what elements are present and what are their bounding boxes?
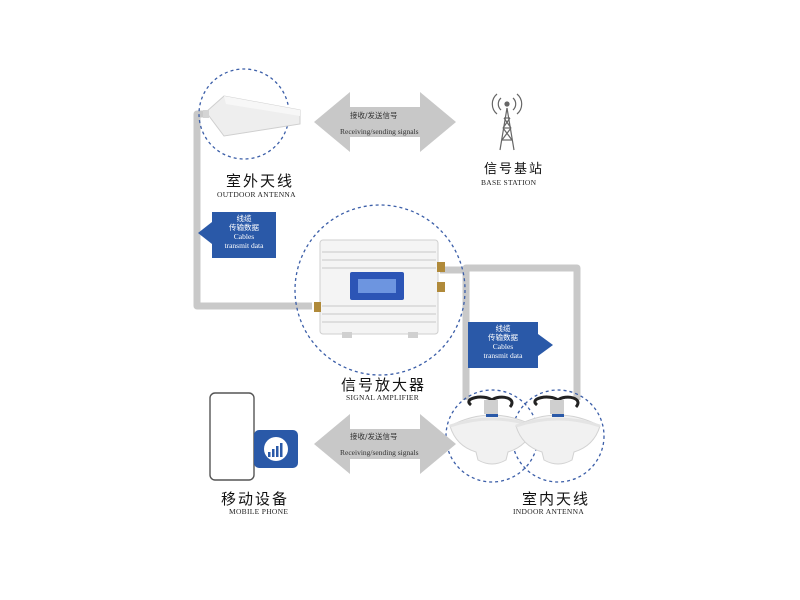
cable-badge-left-en2: transmit data <box>212 241 276 250</box>
signal-amplifier-en-label: SIGNAL AMPLIFIER <box>346 393 419 402</box>
bottom-arrow-en-label: Receiving/sending signals <box>340 448 419 457</box>
cable-badge-right-cn1: 线缆 <box>468 324 538 333</box>
cable-badge-left-en1: Cables <box>212 232 276 241</box>
indoor-antenna-en-label: INDOOR ANTENNA <box>513 507 584 516</box>
cable-badge-left-cn1: 线缆 <box>212 214 276 223</box>
tower-icon <box>492 94 521 150</box>
mobile-phone-cn-label: 移动设备 <box>221 488 289 509</box>
phone-outline-icon <box>210 393 254 480</box>
outdoor-antenna-en-label: OUTDOOR ANTENNA <box>217 190 296 199</box>
cable-badge-right-en1: Cables <box>468 342 538 351</box>
cable-outdoor-to-amplifier <box>197 114 312 306</box>
bottom-arrow-cn-label: 接收/发送信号 <box>350 431 398 442</box>
double-arrow-top <box>314 92 456 152</box>
signal-bars-icon <box>254 430 298 468</box>
cable-badge-right-en2: transmit data <box>468 351 538 360</box>
outdoor-antenna-cn-label: 室外天线 <box>226 170 294 191</box>
yagi-antenna-icon <box>203 96 300 136</box>
cable-badge-left: 线缆 传输数据 Cables transmit data <box>212 212 276 258</box>
mobile-phone-en-label: MOBILE PHONE <box>229 507 288 516</box>
signal-amplifier-cn-label: 信号放大器 <box>341 374 426 395</box>
indoor-antenna-cn-label: 室内天线 <box>522 488 590 509</box>
cable-badge-right-cn2: 传输数据 <box>468 333 538 342</box>
ceiling-antenna-icon <box>450 397 600 464</box>
double-arrow-bottom <box>314 414 456 474</box>
signal-booster-icon <box>314 240 445 338</box>
base-station-cn-label: 信号基站 <box>484 158 544 177</box>
cable-badge-right: 线缆 传输数据 Cables transmit data <box>468 322 538 368</box>
top-arrow-cn-label: 接收/发送信号 <box>350 110 398 121</box>
cable-badge-left-cn2: 传输数据 <box>212 223 276 232</box>
top-arrow-en-label: Receiving/sending signals <box>340 127 419 136</box>
cable-badge-right-arrowhead <box>538 334 553 356</box>
base-station-en-label: BASE STATION <box>481 178 536 187</box>
